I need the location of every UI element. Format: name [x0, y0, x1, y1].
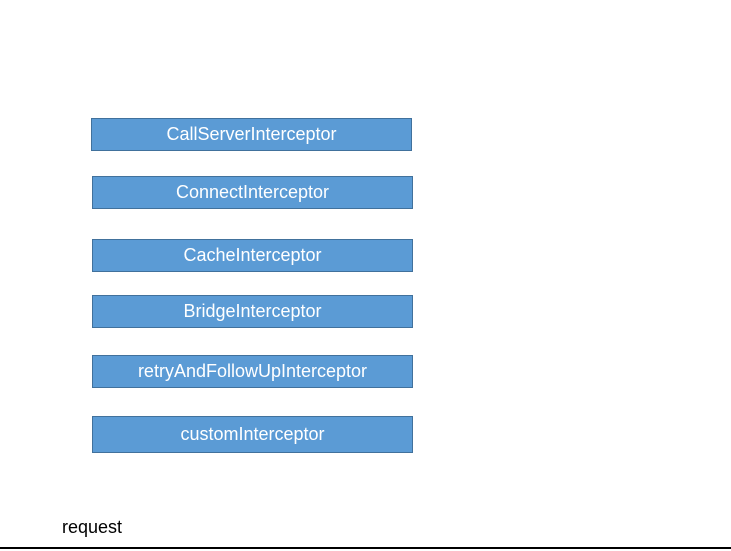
retry-follow-up-interceptor-label: retryAndFollowUpInterceptor [137, 361, 368, 381]
call-server-interceptor-label: CallServerInterceptor [166, 124, 337, 144]
bottom-divider [0, 547, 731, 549]
request-label: request [62, 517, 123, 537]
custom-interceptor-label: customInterceptor [180, 424, 325, 444]
retry-follow-up-interceptor-box: retryAndFollowUpInterceptor [92, 355, 413, 388]
connect-interceptor-label: ConnectInterceptor [175, 182, 330, 202]
cache-interceptor-label: CacheInterceptor [183, 245, 322, 265]
connect-interceptor-box: ConnectInterceptor [92, 176, 413, 209]
bridge-interceptor-label: BridgeInterceptor [183, 301, 322, 321]
call-server-interceptor-box: CallServerInterceptor [91, 118, 412, 151]
bridge-interceptor-box: BridgeInterceptor [92, 295, 413, 328]
cache-interceptor-box: CacheInterceptor [92, 239, 413, 272]
custom-interceptor-box: customInterceptor [92, 416, 413, 453]
